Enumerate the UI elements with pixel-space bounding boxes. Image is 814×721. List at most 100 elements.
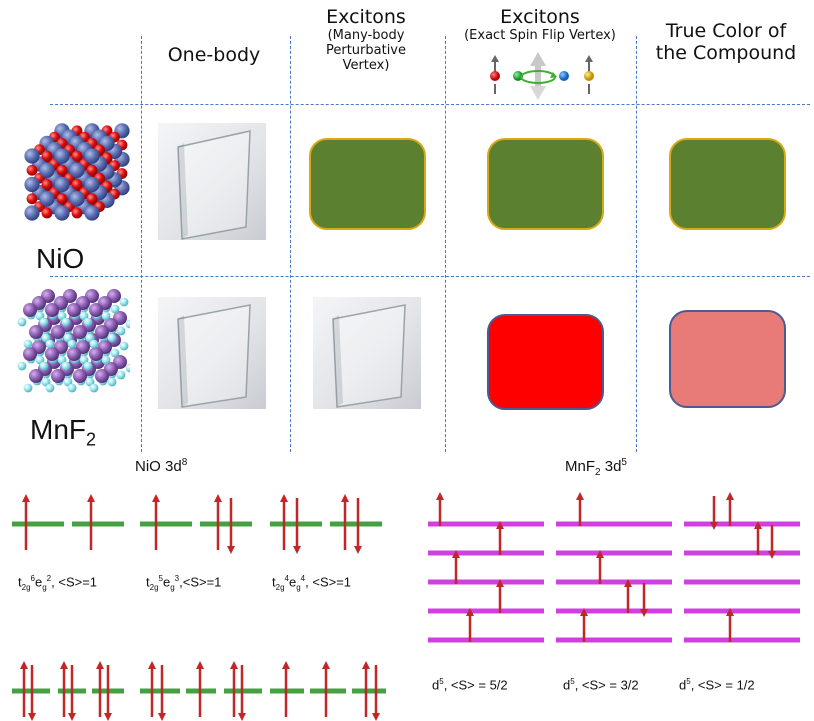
fluorine-atom [23,383,33,393]
mnf2-config-label-2: d5, <S> = 3/2 [563,677,639,692]
oxygen-atom [71,150,83,162]
mnf2-3d5-label-sub: 2 [595,467,601,478]
grid-vline-3 [445,36,446,452]
manganese-atom [51,369,65,383]
nio-crystal-icon [24,123,130,221]
nickel-atom [69,191,85,207]
header-one-body-text: One-body [167,44,261,66]
oxygen-atom [26,193,38,205]
oxygen-atom [86,164,98,176]
fluorine-atom [116,370,126,380]
nickel-atom [24,148,40,164]
config-text-part: e [162,574,171,590]
config-text-part: ,<S>=1 [179,574,222,590]
manganese-atom [67,303,81,317]
fluorine-atom [61,361,71,371]
config-text-part: 3 [174,574,180,583]
config-text-part: g [296,582,301,592]
nickel-atom [54,205,70,221]
nickel-atom [84,148,100,164]
mnf2-3d5-label-base: MnF [565,458,595,475]
mnf2-config-1-d: d [432,677,440,693]
config-text-part: e [288,574,297,590]
manganese-atom [29,369,43,383]
mnf2-label-base: MnF [30,414,86,445]
mnf2-config-1-text: , <S> = 5/2 [443,677,508,693]
config-text-part: t [146,574,150,590]
transparent-glass-image [158,297,266,409]
mnf2-config-1-sup: 5 [439,677,444,686]
manganese-atom [95,369,109,383]
config-text-part: 4 [300,574,306,583]
config-text-part: 2g [149,582,159,592]
nio-perturbative-color-swatch [309,138,426,230]
mnf2-crystal-icon [17,289,130,393]
spin-up-yellow-icon [584,55,594,94]
transparent-glass-image [158,123,266,240]
grid-vline-1 [141,36,142,452]
glass-pane-icon [177,304,251,408]
rotating-spin-icon [520,52,557,100]
fluorine-atom [116,326,126,336]
mnf2-config-2-sup: 5 [570,677,575,686]
mnf2-label-subscript: 2 [86,429,97,450]
config-text-part: , <S>=1 [305,574,352,590]
fluorine-atom [119,297,129,307]
mnf2-exact-color-swatch [487,314,604,410]
header-excitons-perturbative-title: Excitons [326,6,406,28]
nickel-atom [24,176,40,193]
fluorine-atom [61,317,71,327]
config-text-part: , <S>=1 [51,574,98,590]
fluorine-atom [45,383,55,393]
fluorine-atom [101,311,111,321]
manganese-atom [29,325,43,339]
oxygen-atom [41,179,53,190]
mnf2-3d5-label-sup: 5 [621,457,627,468]
config-text-part: e [34,574,43,590]
config-text-part: g [170,582,175,592]
mnf2-config-3-sup: 5 [686,677,691,686]
fluorine-atom [107,333,117,343]
manganese-atom [89,303,103,317]
header-true-color-text: True Color of the Compound [655,20,797,64]
nio-3d8-label: NiO 3d8 [135,457,187,475]
nickel-atom [54,176,70,193]
mnf2-config-2-text: , <S> = 3/2 [574,677,639,693]
manganese-atom [45,303,59,317]
header-excitons-exact-sub: (Exact Spin Flip Vertex) [464,28,616,43]
spin-blue-icon [559,71,569,81]
fluorine-atom [110,348,120,358]
manganese-atom [67,347,81,361]
header-true-color: True Color of the Compound [640,20,812,64]
nickel-atom [84,176,100,193]
manganese-atom [95,325,109,339]
config-text-part: t [272,574,276,590]
mnf2-3d5-label: MnF2 3d5 [565,457,627,478]
nickel-atom [39,191,55,207]
nickel-atom [69,162,85,178]
fluorine-atom [67,339,77,349]
grid-vline-2 [290,36,291,452]
manganese-atom [45,347,59,361]
fluorine-atom [45,339,55,349]
fluorine-atom [39,317,49,327]
header-excitons-perturbative-sub: (Many-body Perturbative Vertex) [325,28,407,73]
config-text-part: 2 [46,574,52,583]
header-excitons-exact-title: Excitons [500,6,580,28]
header-excitons-perturbative: Excitons (Many-body Perturbative Vertex) [290,6,442,73]
fluorine-atom [17,361,27,371]
fluorine-atom [101,355,111,365]
config-text-part: g [42,582,47,592]
glass-pane-icon [177,130,251,240]
energy-level-diagrams [12,491,800,721]
oxygen-atom [71,179,83,190]
fluorine-atom [107,377,117,387]
glass-pane-icon [332,304,406,408]
fluorine-atom [89,383,99,393]
nio-label: NiO [36,243,84,275]
oxygen-atom [56,193,68,205]
transparent-glass-image [313,297,421,409]
oxygen-atom [86,193,98,205]
manganese-atom [73,369,87,383]
oxygen-atom [41,150,53,162]
